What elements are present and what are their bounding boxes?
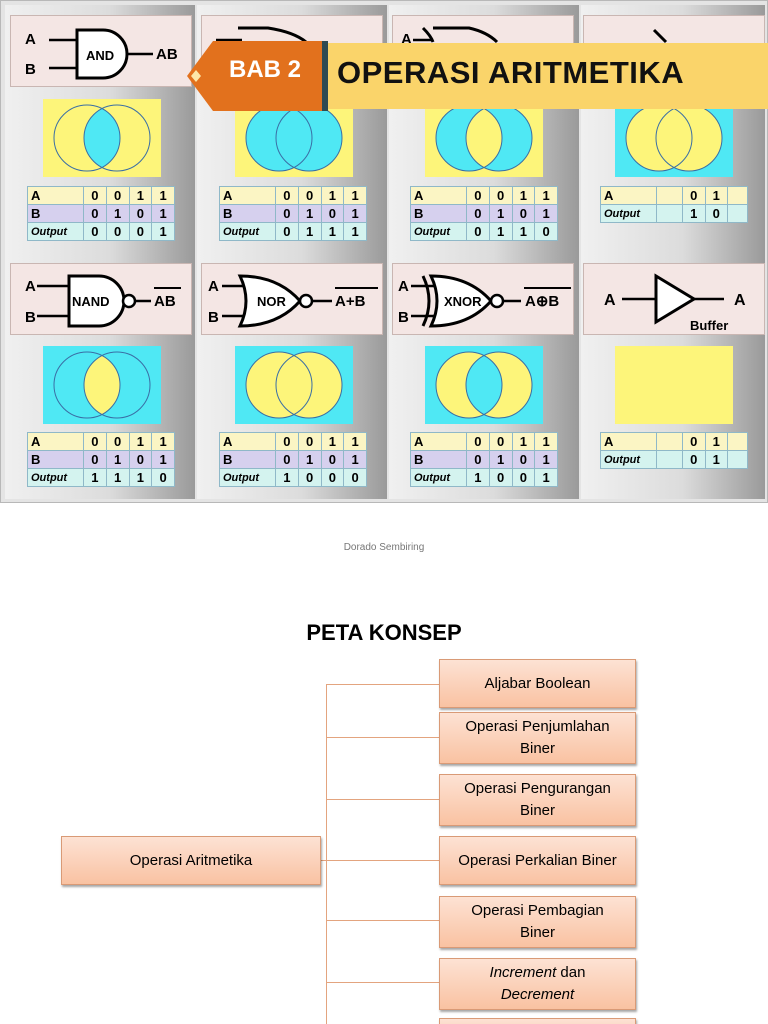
concept-item-label: Operasi Perkalian Biner	[458, 851, 617, 869]
connector-line	[326, 860, 439, 861]
gate-output-label: A⊕B	[525, 293, 559, 310]
venn-diagram-not	[615, 99, 733, 177]
gate-name: AND	[86, 48, 114, 63]
concept-item-label: Operasi Pengurangan Biner	[464, 780, 611, 819]
buffer-gate-symbol: A A Buffer	[583, 263, 765, 335]
concept-item-box: Increment dan Decrement	[439, 958, 636, 1010]
concept-item-label: Aljabar Boolean	[484, 674, 591, 692]
xor-gate-icon: A	[401, 26, 499, 48]
gate-input-b-label: B	[398, 309, 409, 326]
logic-gates-slide: A B AND AB A	[0, 0, 768, 503]
concept-item-box: Aljabar Boolean	[439, 659, 636, 708]
gate-input-a-label: A	[401, 31, 412, 48]
xnor-gate-symbol: A B XNOR A⊕B	[392, 263, 574, 335]
venn-diagram-xor	[425, 99, 543, 177]
gate-name: NOR	[257, 294, 287, 309]
chapter-badge-label: BAB 2	[229, 56, 302, 83]
connector-line	[326, 799, 439, 800]
gate-name: Buffer	[690, 318, 728, 333]
connector-line	[321, 860, 327, 861]
gate-input-a-label: A	[208, 278, 219, 295]
concept-item-label: Increment dan Decrement	[489, 964, 586, 1003]
nor-gate-icon: A B NOR A+B	[208, 274, 378, 328]
chapter-title: OPERASI ARITMETIKA	[337, 55, 685, 90]
gate-name: XNOR	[444, 294, 482, 309]
gate-input-a-label: A	[25, 31, 36, 48]
venn-diagram-and	[43, 99, 161, 177]
and-gate-icon: A B AND AB	[25, 28, 178, 80]
concept-map-title: PETA KONSEP	[306, 620, 462, 645]
and-gate-symbol: A B AND AB	[10, 15, 192, 87]
concept-root-box: Operasi Aritmetika	[61, 836, 321, 885]
gate-input-a-label: A	[398, 278, 409, 295]
gate-output-label: AB	[156, 46, 178, 63]
concept-item-box: Operasi Pengurangan Biner	[439, 774, 636, 826]
gate-input-b-label: B	[208, 309, 219, 326]
buffer-gate-icon: A A Buffer	[604, 273, 746, 333]
gate-input-b-label: B	[25, 309, 36, 326]
gate-output-label: AB	[154, 293, 176, 310]
concept-item-label: Operasi Penjumlahan Biner	[465, 718, 610, 757]
not-gate-icon	[652, 28, 668, 44]
chapter-badge-icon	[187, 41, 323, 111]
xnor-gate-icon: A B XNOR A⊕B	[398, 274, 571, 328]
author-footer: Dorado Sembiring	[343, 542, 425, 553]
connector-line	[326, 684, 439, 685]
concept-root-label: Operasi Aritmetika	[129, 851, 253, 869]
gate-name: NAND	[72, 294, 110, 309]
gate-output-label: A	[734, 292, 746, 309]
concept-item-box: Operasi Penjumlahan Biner	[439, 712, 636, 764]
concept-item-box: Operasi Pembagian Biner	[439, 896, 636, 948]
or-gate-icon	[216, 26, 307, 44]
venn-diagram-buffer	[615, 346, 733, 424]
connector-line	[326, 982, 439, 983]
gate-input-b-label: B	[25, 61, 36, 78]
nor-gate-symbol: A B NOR A+B	[201, 263, 383, 335]
connector-trunk	[326, 684, 327, 1024]
connector-line	[326, 737, 439, 738]
concept-item-box: Operasi Perkalian Biner	[439, 836, 636, 885]
gate-input-a-label: A	[25, 278, 36, 295]
nand-gate-symbol: A B NAND AB	[10, 263, 192, 335]
nand-gate-icon: A B NAND AB	[25, 274, 181, 328]
venn-diagram-nand	[43, 346, 161, 424]
gate-input-label: A	[604, 292, 616, 309]
chapter-title-banner	[323, 43, 768, 109]
venn-diagram-nor	[235, 346, 353, 424]
banner-divider	[322, 41, 328, 111]
connector-line	[326, 920, 439, 921]
venn-diagram-or	[235, 99, 353, 177]
gate-output-label: A+B	[335, 293, 366, 310]
concept-item-label: Operasi Pembagian Biner	[471, 902, 604, 941]
venn-diagram-xnor	[425, 346, 543, 424]
concept-item-box-partial	[439, 1018, 636, 1024]
